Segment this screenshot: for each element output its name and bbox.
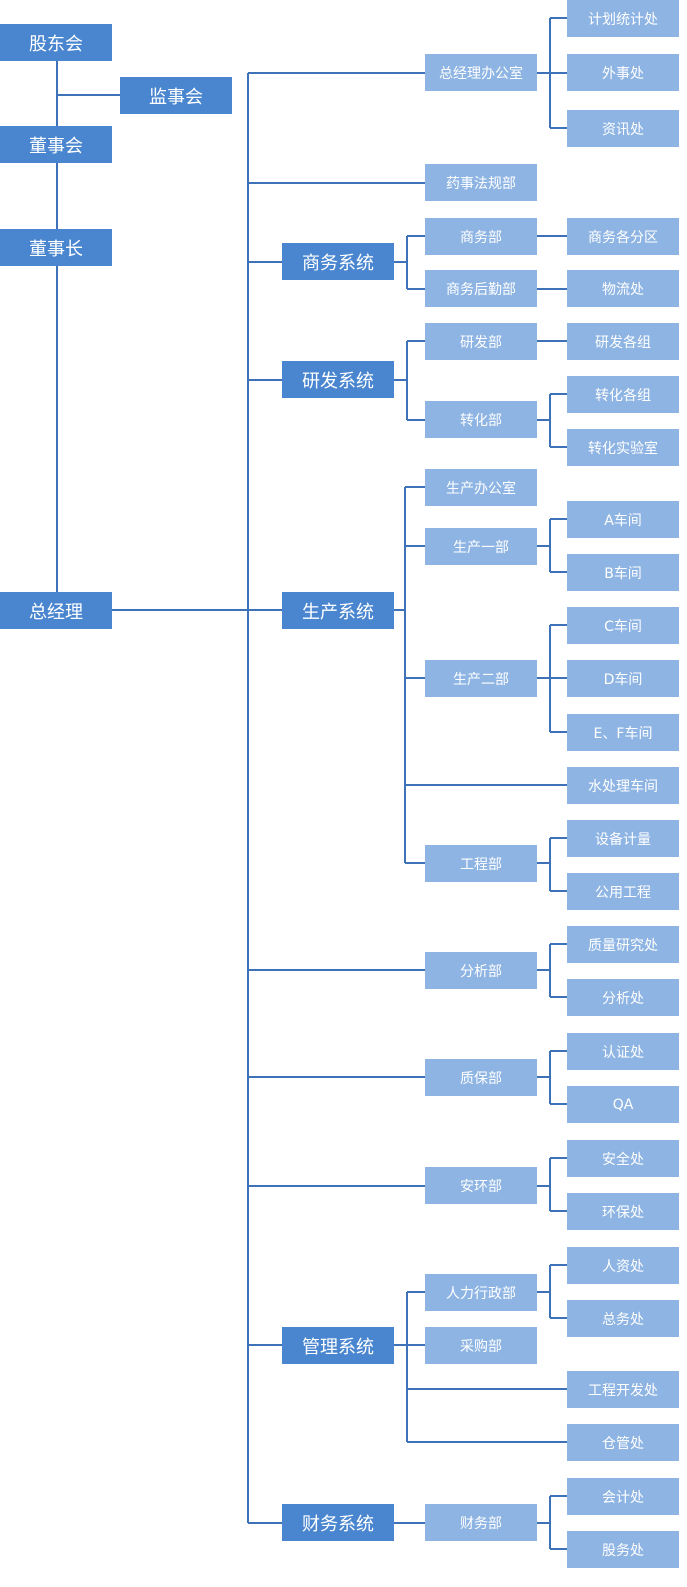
node-ef-chejian: E、F车间 (567, 714, 679, 751)
node-zjl-office: 总经理办公室 (425, 54, 537, 91)
node-shangwu-system: 商务系统 (282, 243, 394, 280)
node-zhuanhua-gezu: 转化各组 (567, 376, 679, 413)
node-shangwu-houqin: 商务后勤部 (425, 270, 537, 307)
node-dongshizhang: 董事长 (0, 229, 112, 266)
node-guanli-system: 管理系统 (282, 1327, 394, 1364)
node-dongshihui: 董事会 (0, 126, 112, 163)
node-zongjingli: 总经理 (0, 592, 112, 629)
node-sc-yibu: 生产一部 (425, 528, 537, 565)
node-fenxibu: 分析部 (425, 952, 537, 989)
node-yanfa-gezu: 研发各组 (567, 323, 679, 360)
node-caigoubu: 采购部 (425, 1327, 537, 1364)
node-b-chejian: B车间 (567, 554, 679, 591)
node-yaoshi-fagui: 药事法规部 (425, 164, 537, 201)
node-huanbao: 环保处 (567, 1193, 679, 1230)
node-a-chejian: A车间 (567, 501, 679, 538)
node-caiwu-system: 财务系统 (282, 1504, 394, 1541)
node-zhiliang-yanjiu: 质量研究处 (567, 926, 679, 963)
node-qa: QA (567, 1086, 679, 1123)
node-c-chejian: C车间 (567, 607, 679, 644)
node-yanfa-system: 研发系统 (282, 361, 394, 398)
node-renzi: 人资处 (567, 1247, 679, 1284)
node-gongyong-gongcheng: 公用工程 (567, 873, 679, 910)
node-yanfabu: 研发部 (425, 323, 537, 360)
node-jihua-tongji: 计划统计处 (567, 0, 679, 37)
node-zixun: 资讯处 (567, 110, 679, 147)
node-sc-office: 生产办公室 (425, 469, 537, 506)
node-shuichuli: 水处理车间 (567, 767, 679, 804)
node-d-chejian: D车间 (567, 660, 679, 697)
node-wuliu: 物流处 (567, 270, 679, 307)
node-shangwubu: 商务部 (425, 218, 537, 255)
node-cangguan: 仓管处 (567, 1424, 679, 1461)
node-anquan: 安全处 (567, 1140, 679, 1177)
node-shengchan-system: 生产系统 (282, 592, 394, 629)
node-waishi: 外事处 (567, 54, 679, 91)
node-gudonghui: 股东会 (0, 24, 112, 61)
node-anhuanbu: 安环部 (425, 1167, 537, 1204)
node-jianshihui: 监事会 (120, 77, 232, 114)
node-gufen: 股务处 (567, 1531, 679, 1568)
node-renli-xingzheng: 人力行政部 (425, 1274, 537, 1311)
node-shangwu-fenqu: 商务各分区 (567, 218, 679, 255)
node-sc-erbu: 生产二部 (425, 660, 537, 697)
node-renzheng: 认证处 (567, 1033, 679, 1070)
node-fenxichu: 分析处 (567, 979, 679, 1016)
node-gongchengbu: 工程部 (425, 845, 537, 882)
node-shebei-jiliang: 设备计量 (567, 820, 679, 857)
node-zhibaobu: 质保部 (425, 1059, 537, 1096)
node-caiwubu: 财务部 (425, 1504, 537, 1541)
node-kuaiji: 会计处 (567, 1478, 679, 1515)
node-zongwu: 总务处 (567, 1300, 679, 1337)
node-gc-kaifa: 工程开发处 (567, 1371, 679, 1408)
node-zhuanhuabu: 转化部 (425, 401, 537, 438)
node-zhuanhua-shiyan: 转化实验室 (567, 429, 679, 466)
